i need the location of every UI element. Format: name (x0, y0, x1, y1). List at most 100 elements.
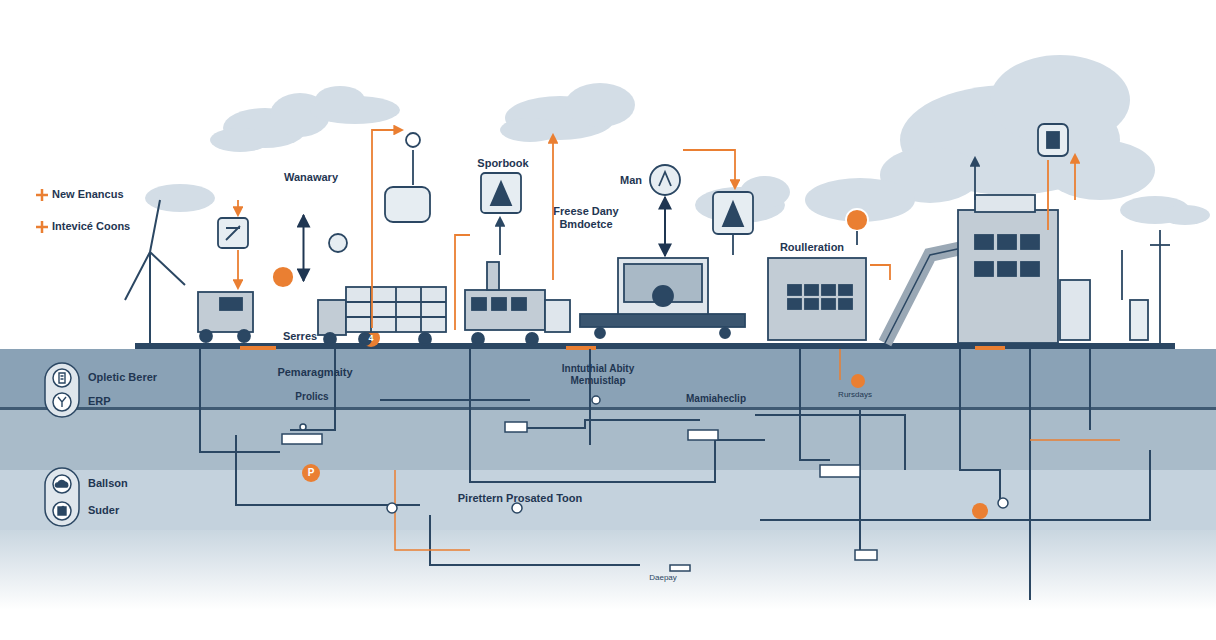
machines-part (975, 262, 993, 276)
legend-text: Opletic Berer (88, 371, 157, 383)
machines-part (723, 202, 743, 226)
wire-nodes-part (688, 430, 718, 440)
band-label: Inntuthial Abity Memuistlap (548, 363, 648, 386)
machines-part (846, 209, 868, 231)
wire-nodes-part (592, 396, 600, 404)
small-label: Daepay (649, 573, 677, 582)
label-slot: P (311, 473, 318, 485)
connector-arrow (303, 215, 305, 281)
machines-part (788, 285, 801, 295)
machines-part (805, 299, 818, 309)
ground-bands-part (0, 407, 1216, 410)
machines-part (218, 218, 248, 248)
legend-text: Ballson (88, 477, 128, 489)
ground-bands-part (975, 346, 1005, 350)
machines-part (618, 258, 708, 314)
orange-leaders-part (237, 250, 239, 288)
legend-icon (58, 397, 66, 407)
orange-leaders-part (237, 200, 239, 215)
wind-turbine-part (125, 200, 185, 300)
machines-part (788, 299, 801, 309)
label-slot: Pirettern Prosated Toon (520, 498, 644, 511)
machines-part (545, 300, 570, 332)
machines-part (329, 234, 347, 252)
orange-leaders-part (1047, 160, 1049, 230)
machines-part (805, 285, 818, 295)
node-heading: Man (620, 174, 642, 187)
plus-mark (36, 221, 48, 233)
icon-circle (53, 369, 71, 387)
wire-nodes-part (820, 465, 860, 477)
clouds-part (500, 118, 560, 142)
legend-icon (55, 480, 67, 487)
wire-nodes-part (300, 424, 306, 430)
machines-part (238, 330, 250, 342)
machines-part (487, 262, 499, 290)
truck: Serres (292, 283, 450, 341)
underground-wires-part (510, 420, 700, 428)
wire-nodes-part (282, 434, 322, 444)
machines-part (885, 248, 962, 343)
band-label: Prolics (295, 391, 328, 403)
machines-part (839, 285, 852, 295)
machines-part (885, 248, 962, 343)
legend-sample (52, 392, 72, 412)
machines-part (491, 182, 511, 205)
machines-part (958, 210, 1058, 343)
label-slot: 4 (371, 338, 376, 348)
node-heading: Wanawary (284, 171, 338, 184)
orange-leaders-part (455, 235, 470, 330)
underground-orange-wires-part (839, 349, 841, 380)
underground-orange-wires-part (1030, 439, 1120, 441)
legend-sample (52, 501, 72, 521)
machines-part (653, 286, 673, 306)
machine: Roulleration (768, 258, 866, 340)
underground-wires-part (755, 415, 905, 470)
legend-item: ERP (0, 0, 23, 12)
underground-wires-part (236, 435, 420, 505)
underground-wires-part (1029, 349, 1031, 600)
clouds-part (210, 128, 270, 152)
machines (198, 124, 1170, 345)
orange-dots-part (972, 503, 988, 519)
machines-part (732, 234, 734, 255)
legend-text: Intevicé Coons (52, 220, 130, 232)
navy-leaders-part (974, 158, 976, 200)
machines-part (998, 262, 1016, 276)
node-heading: Serres (283, 330, 317, 343)
machines-part (220, 298, 242, 310)
wind-turbine (125, 200, 185, 343)
underground-wires (200, 349, 1150, 600)
node-heading: Freese Dany Bmdoetce (550, 205, 622, 230)
ground-bands-part (240, 346, 276, 350)
machines-part (465, 290, 545, 330)
legend-item: Suder (0, 0, 31, 12)
band-label: Mamiaheclip (686, 393, 746, 405)
wire-nodes-part (998, 498, 1008, 508)
plus-mark (36, 189, 48, 201)
underground-wires-part (1089, 349, 1091, 430)
icon-box: Wanawary (285, 185, 315, 213)
ground-bands-part (0, 409, 1216, 470)
legend-item: New Enancus (0, 0, 72, 12)
orange-leaders-part (372, 130, 402, 328)
machines-part (822, 285, 835, 295)
orange-leaders-part (1074, 155, 1076, 200)
underground-wires-part (290, 349, 335, 430)
clouds-part (1160, 205, 1210, 225)
connector-arrow (664, 197, 666, 256)
machines-part (975, 235, 993, 249)
legend-icon (59, 373, 65, 383)
orange-leaders-part (870, 265, 890, 280)
underground-wires-part (380, 399, 530, 401)
orange-dots (302, 314, 990, 519)
machines-part (1021, 262, 1039, 276)
machines-part (839, 299, 852, 309)
legend-pills-part (45, 363, 79, 417)
label-slot: Pemaragmaity (315, 372, 390, 385)
machines-part (998, 235, 1016, 249)
callout-number: 4 (368, 333, 373, 343)
label-slot: Inntuthial Abity Memuistlap (598, 374, 698, 397)
